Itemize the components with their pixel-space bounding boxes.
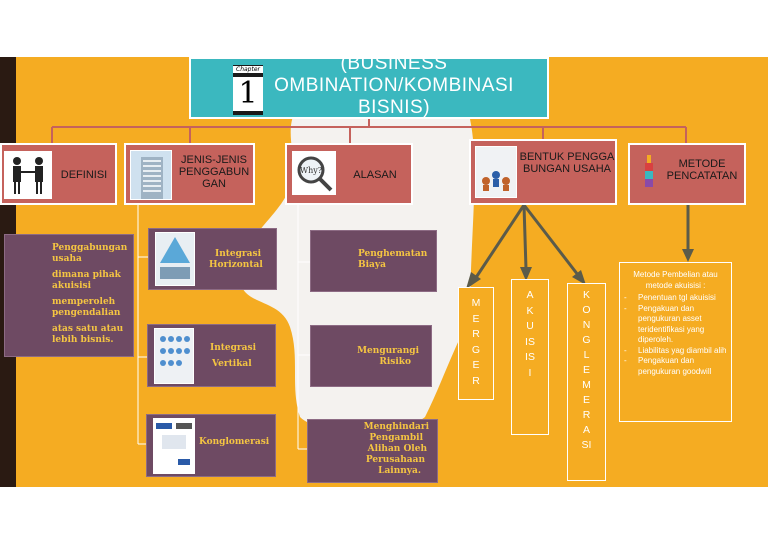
metode-bullet-1-text: Penentuan tgl akuisisi bbox=[638, 293, 716, 302]
header-metode: METODE PENCATATAN bbox=[628, 143, 746, 205]
test-tube-icon bbox=[638, 153, 660, 197]
bentuk-merger: MERGER bbox=[458, 287, 494, 400]
alasan-1-line1: Penghematan bbox=[358, 249, 428, 259]
header-metode-text: METODE PENCATATAN bbox=[666, 158, 738, 182]
alasan-3-line4: Perusahaan bbox=[365, 455, 425, 465]
alasan-1-line2: Biaya bbox=[358, 260, 386, 270]
header-jenis: JENIS-JENIS PENGGABUNGAN bbox=[124, 143, 255, 205]
definisi-line-3: memperoleh pengendalian bbox=[52, 297, 121, 318]
metode-bullet-3: -Liabilitas yag diambil alih bbox=[624, 345, 727, 355]
horizontal-integration-icon bbox=[155, 232, 195, 286]
slide: Chapter 1 (BUSINESS OMBINATION/KOMBINASI… bbox=[0, 57, 768, 487]
jenis-item-horizontal: Integrasi Horizontal bbox=[148, 228, 277, 290]
bentuk-akuisisi-text: AKUISISI bbox=[525, 289, 535, 379]
bentuk-merger-text: MERGER bbox=[471, 297, 481, 387]
alasan-3-line2: Pengambil bbox=[369, 433, 423, 443]
title-box: Chapter 1 (BUSINESS OMBINATION/KOMBINASI… bbox=[189, 57, 549, 119]
chapter-label: Chapter bbox=[233, 66, 263, 73]
jenis-2-line1: Integrasi bbox=[210, 343, 256, 353]
handshake-icon bbox=[4, 151, 52, 199]
definisi-line-2: dimana pihak akuisisi bbox=[52, 270, 121, 291]
bentuk-konglemerasi-text: KONGLEMERASI bbox=[581, 289, 592, 451]
title-line-3: BISNIS) bbox=[357, 97, 431, 118]
header-jenis-text: JENIS-JENIS PENGGABUNGAN bbox=[178, 154, 250, 190]
metode-bullet-4: -Pengakuan dan pengukuran goodwill bbox=[624, 356, 712, 376]
chapter-number: 1 bbox=[233, 77, 263, 111]
metode-bullet-2: -Pengakuan dan pengukuran asset terident… bbox=[624, 303, 705, 345]
metode-bullet-2-text: Pengakuan dan pengukuran asset teridenti… bbox=[638, 303, 705, 345]
jenis-2-line2: Vertikal bbox=[212, 359, 252, 369]
header-bentuk-label: BENTUK PENGGABUNGAN USAHA bbox=[519, 151, 615, 175]
definisi-content: Penggabungan usaha dimana pihak akuisisi… bbox=[4, 234, 134, 357]
metode-bullet-3-text: Liabilitas yag diambil alih bbox=[638, 345, 727, 355]
header-alasan-label: ALASAN bbox=[353, 169, 397, 181]
jenis-1-line2: Horizontal bbox=[209, 260, 263, 270]
jenis-item-konglomerasi: Konglomerasi bbox=[146, 414, 276, 477]
bentuk-akuisisi: AKUISISI bbox=[511, 279, 549, 435]
header-jenis-label: JENIS-JENIS PENGGABUNGAN bbox=[176, 154, 252, 190]
why-magnifier-icon: Why? bbox=[292, 151, 336, 195]
metode-content: Metode Pembelian atau metode akuisisi : … bbox=[619, 262, 732, 422]
chapter-1-icon: Chapter 1 bbox=[233, 65, 263, 115]
definisi-line-4: atas satu atau lebih bisnis. bbox=[52, 324, 124, 345]
why-icon-text: Why? bbox=[300, 166, 322, 175]
header-bentuk-text: BENTUK PENGGABUNGAN USAHA bbox=[519, 151, 615, 175]
jenis-3-line1: Konglomerasi bbox=[199, 437, 270, 447]
vertical-integration-icon bbox=[154, 328, 194, 384]
bentuk-konglemerasi: KONGLEMERASI bbox=[567, 283, 606, 481]
header-definisi-label: DEFINISI bbox=[60, 169, 108, 181]
konglomerasi-icon bbox=[153, 418, 195, 474]
connector-lines bbox=[51, 119, 694, 450]
alasan-item-3: Menghindari Pengambil Alihan Oleh Perusa… bbox=[307, 419, 438, 483]
header-bentuk: BENTUK PENGGABUNGAN USAHA bbox=[469, 139, 617, 205]
alasan-3-line1: Menghindari bbox=[363, 422, 429, 432]
building-icon bbox=[130, 150, 172, 200]
metode-bullet-4-text: Pengakuan dan pengukuran goodwill bbox=[638, 356, 712, 376]
alasan-2-line1: Mengurangi bbox=[357, 346, 419, 356]
alasan-item-2: Mengurangi Risiko bbox=[310, 325, 432, 387]
alasan-item-1: Penghematan Biaya bbox=[310, 230, 437, 292]
pawns-icon bbox=[475, 146, 517, 198]
page-title: (BUSINESS OMBINATION/KOMBINASI BISNIS) bbox=[251, 57, 537, 118]
alasan-3-line3: Alihan Oleh bbox=[367, 444, 427, 454]
jenis-item-vertikal: Integrasi Vertikal bbox=[147, 324, 276, 387]
title-line-2: OMBINATION/KOMBINASI bbox=[274, 75, 514, 96]
alasan-3-line5: Lainnya. bbox=[378, 466, 421, 476]
header-metode-label: METODE PENCATATAN bbox=[658, 158, 746, 182]
metode-intro: Metode Pembelian atau metode akuisisi : bbox=[633, 270, 718, 290]
definisi-line-1: Penggabungan usaha bbox=[52, 243, 128, 264]
metode-bullet-1: -Penentuan tgl akuisisi bbox=[624, 293, 716, 302]
alasan-2-line2: Risiko bbox=[379, 357, 411, 367]
header-definisi: DEFINISI bbox=[0, 143, 117, 205]
title-line-1: (BUSINESS bbox=[340, 57, 448, 74]
header-alasan: Why? ALASAN bbox=[285, 143, 413, 205]
jenis-1-line1: Integrasi bbox=[215, 249, 261, 259]
